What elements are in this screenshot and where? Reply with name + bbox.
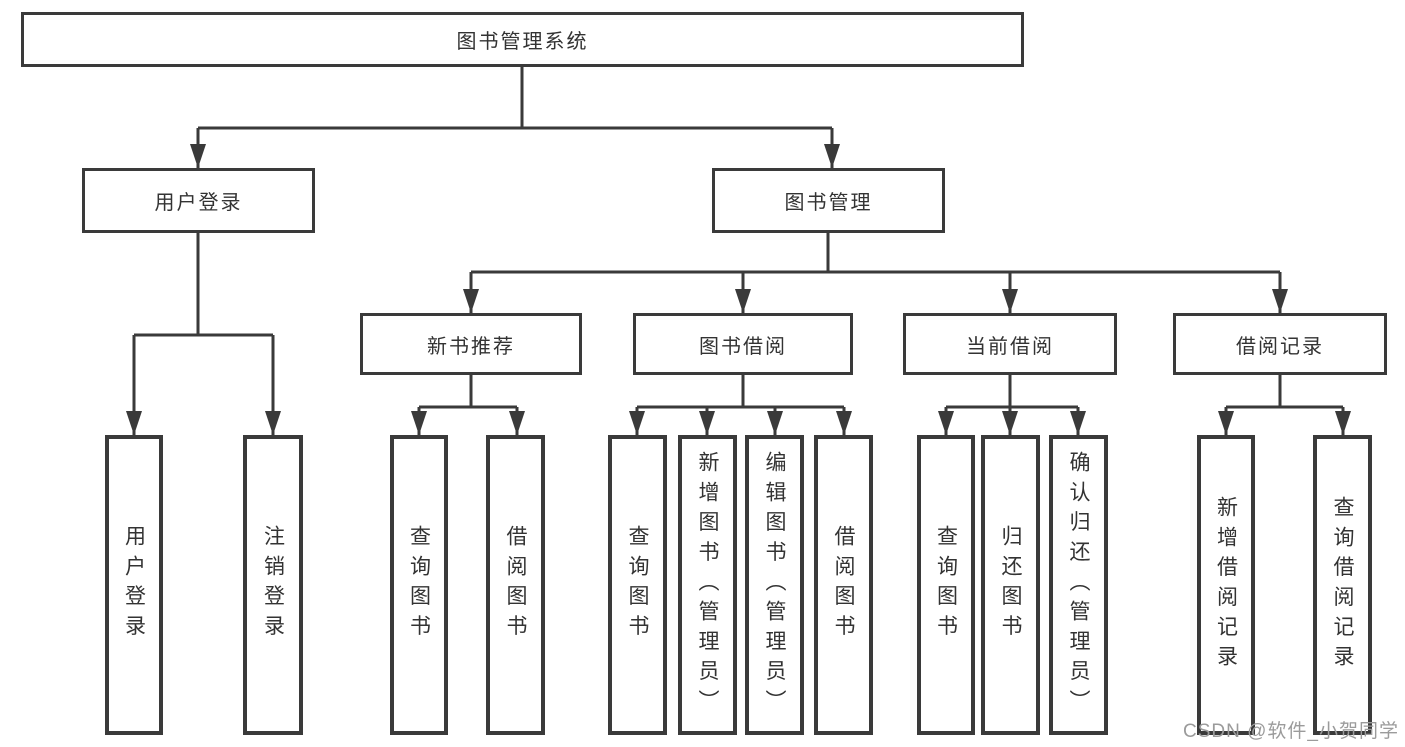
leaf-edit-book-admin: 编辑图书（管理员） — [745, 435, 804, 735]
leaf-query-borrow-record: 查询借阅记录 — [1313, 435, 1372, 735]
node-new-book-recommend: 新书推荐 — [360, 313, 582, 375]
node-borrowing-records: 借阅记录 — [1173, 313, 1387, 375]
leaf-add-borrow-record: 新增借阅记录 — [1197, 435, 1255, 735]
leaf-add-book-admin: 新增图书（管理员） — [678, 435, 737, 735]
leaf-query-books-1: 查询图书 — [390, 435, 448, 735]
leaf-query-books-3: 查询图书 — [917, 435, 975, 735]
connectors-current-borrowing — [938, 375, 1086, 435]
connectors-book-borrowing — [629, 375, 852, 435]
leaf-confirm-return-admin: 确认归还（管理员） — [1049, 435, 1108, 735]
connectors-new-book-recommend — [411, 375, 525, 435]
connectors-user-login — [126, 233, 281, 435]
csdn-watermark: CSDN @软件_小贺同学 — [1183, 721, 1399, 742]
node-user-login: 用户登录 — [82, 168, 315, 233]
node-root: 图书管理系统 — [21, 12, 1024, 67]
leaf-return-book: 归还图书 — [981, 435, 1040, 735]
node-book-management: 图书管理 — [712, 168, 945, 233]
leaf-borrow-books-1: 借阅图书 — [486, 435, 545, 735]
leaf-logout: 注销登录 — [243, 435, 303, 735]
connectors-borrowing-records — [1218, 375, 1351, 435]
leaf-query-books-2: 查询图书 — [608, 435, 667, 735]
node-book-borrowing: 图书借阅 — [633, 313, 853, 375]
node-current-borrowing: 当前借阅 — [903, 313, 1117, 375]
leaf-borrow-books-2: 借阅图书 — [814, 435, 873, 735]
connectors-root — [190, 67, 840, 168]
leaf-user-login: 用户登录 — [105, 435, 163, 735]
connectors-book-management — [463, 233, 1288, 313]
